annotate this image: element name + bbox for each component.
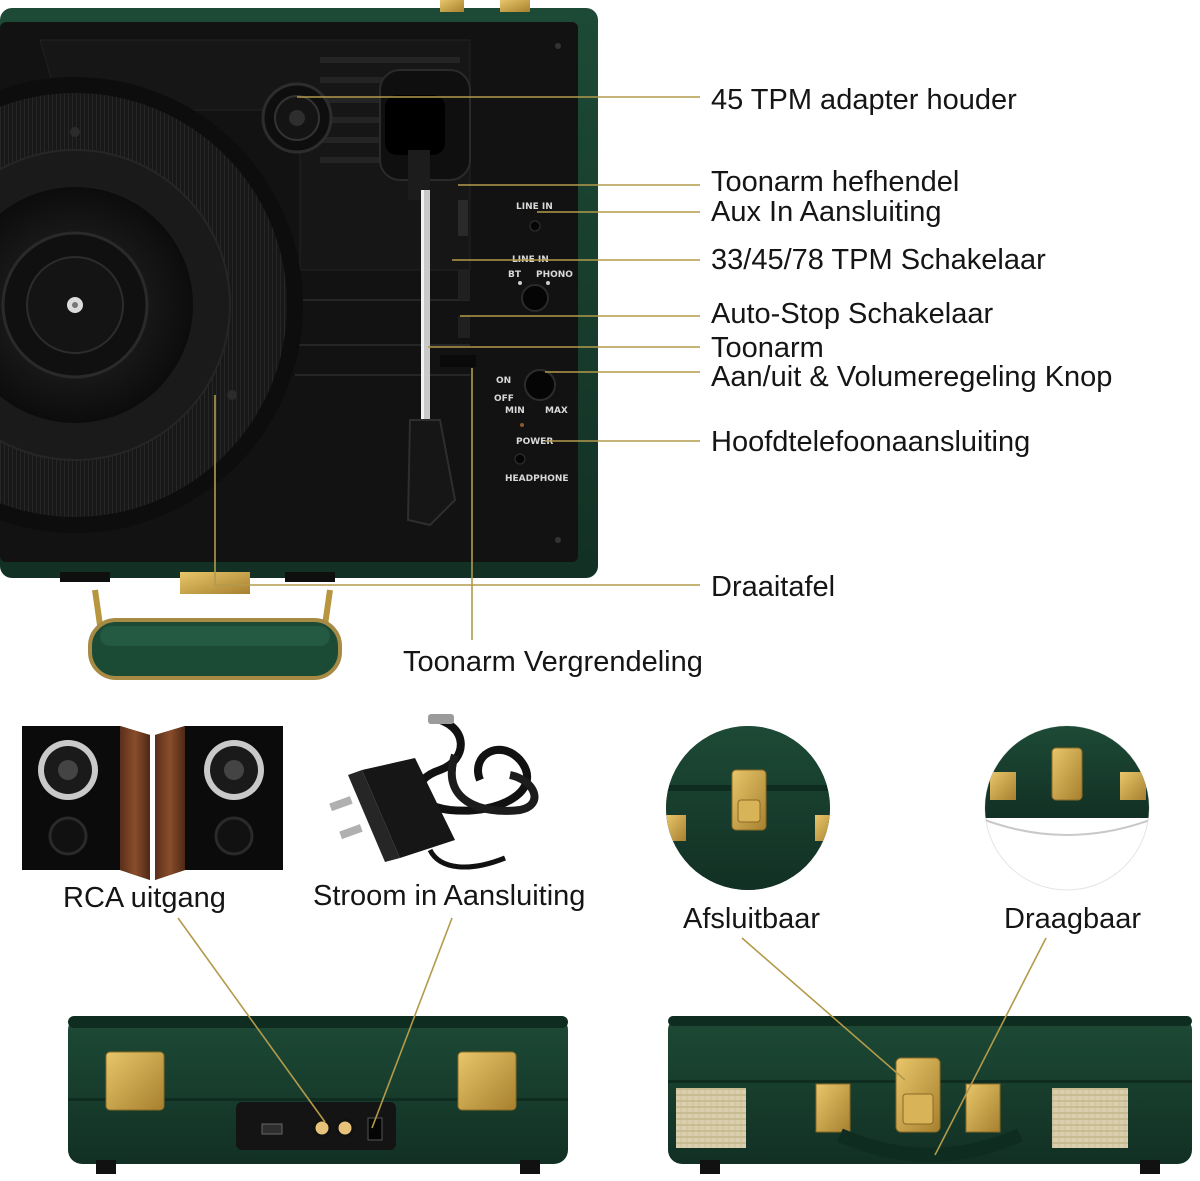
clasp-icon (965, 1083, 1001, 1133)
turntable-top-view: LINE IN LINE IN BT PHONO ON OFF MIN MAX … (0, 0, 598, 680)
callout-adapter-holder: 45 TPM adapter houder (711, 84, 1017, 116)
speaker-pair (22, 726, 283, 880)
callout-power-volume: Aan/uit & Volumeregeling Knop (711, 361, 1113, 393)
leader-lines-bottom (177, 917, 1047, 1156)
carry-inset (984, 725, 1150, 891)
callout-rca-output: RCA uitgang (63, 882, 226, 914)
off-marking: OFF (494, 394, 514, 404)
latch-icon (1051, 747, 1083, 801)
speaker-grill-right (1052, 1088, 1128, 1148)
speaker-left (22, 726, 150, 880)
callout-tonearm-lift: Toonarm hefhendel (711, 166, 960, 198)
screw-icon (555, 537, 561, 543)
rca-jack-icon (312, 1118, 332, 1138)
lock-inset (666, 726, 830, 890)
brass-hinge-top (440, 0, 464, 12)
callout-aux-in: Aux In Aansluiting (711, 196, 942, 228)
callout-turntable: Draaitafel (711, 571, 836, 603)
headphone-marking: HEADPHONE (505, 474, 569, 484)
headphone-jack-icon[interactable] (514, 453, 526, 465)
tonearm-tube (421, 190, 430, 420)
brass-hinge-top-2 (500, 0, 530, 12)
callout-tonearm-lock: Toonarm Vergrendeling (403, 646, 703, 678)
callout-power-in: Stroom in Aansluiting (313, 880, 586, 912)
case-rear-view (68, 1016, 568, 1174)
leader-lines (214, 96, 700, 640)
power-marking: POWER (516, 437, 553, 447)
carry-handle[interactable] (60, 572, 342, 680)
usb-port-icon (261, 1123, 283, 1135)
on-marking: ON (496, 376, 511, 386)
clasp-icon (815, 1083, 851, 1133)
mode-knob-icon[interactable] (521, 284, 549, 312)
hinge-icon (457, 1051, 517, 1111)
case-front-view (668, 1016, 1192, 1174)
callout-headphone-jack: Hoofdtelefoonaansluiting (711, 426, 1031, 458)
min-marking: MIN (505, 406, 525, 416)
phono-marking: PHONO (536, 270, 573, 280)
tonearm-rest (440, 355, 476, 367)
headshell (406, 419, 457, 527)
adapter-holder[interactable] (261, 82, 333, 154)
screw-icon (555, 43, 561, 49)
front-handle (837, 1128, 1023, 1162)
bt-marking: BT (508, 270, 522, 280)
rca-jack-icon (335, 1118, 355, 1138)
speaker-grill-left (676, 1088, 746, 1148)
callout-portable: Draagbaar (1004, 903, 1142, 935)
hinge-icon (105, 1051, 165, 1111)
aux-jack-icon[interactable] (529, 220, 541, 232)
control-panel: LINE IN LINE IN BT PHONO ON OFF MIN MAX … (494, 202, 573, 484)
lift-lever (458, 200, 468, 236)
callout-tonearm: Toonarm (711, 332, 824, 364)
max-marking: MAX (545, 406, 568, 416)
power-adapter-icon (329, 714, 539, 870)
volume-knob-icon[interactable] (524, 369, 556, 401)
callout-auto-stop: Auto-Stop Schakelaar (711, 298, 994, 330)
callout-lockable: Afsluitbaar (683, 903, 821, 935)
speaker-right (155, 726, 283, 880)
callout-speed-switch: 33/45/78 TPM Schakelaar (711, 244, 1046, 276)
line-in-marking: LINE IN (516, 202, 553, 212)
